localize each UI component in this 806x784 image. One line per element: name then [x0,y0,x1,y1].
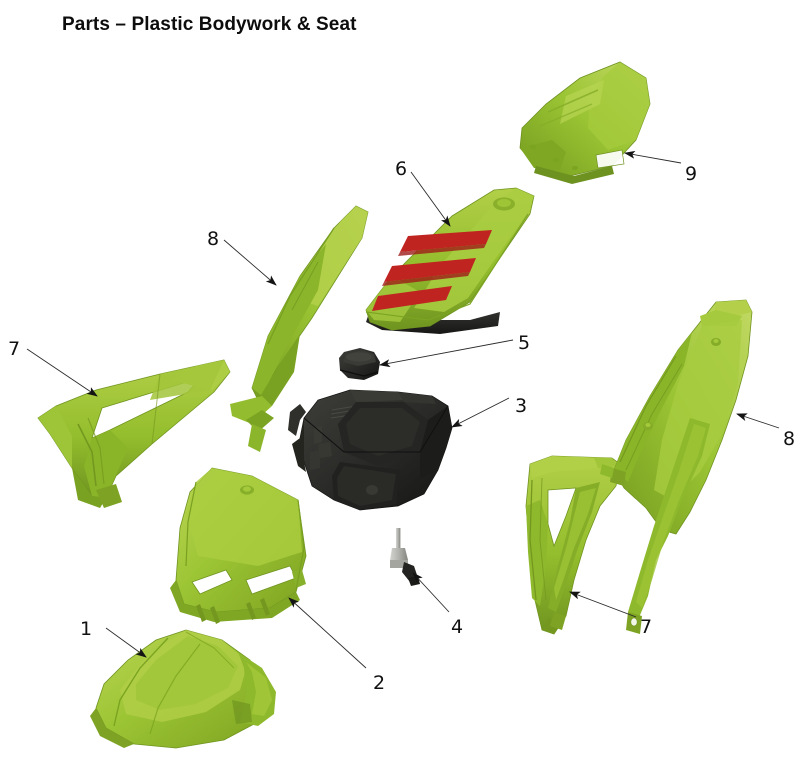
part-mounting-bolt[interactable] [390,528,420,586]
leader-5 [379,339,514,368]
part-rear-fender[interactable] [519,61,651,184]
callout-label-3[interactable]: 3 [515,395,528,417]
part-airbox[interactable] [288,389,453,511]
leader-7-right [569,591,637,618]
part-front-number-plate[interactable] [170,467,307,624]
callout-label-1[interactable]: 1 [80,618,93,640]
part-side-panel-left[interactable] [230,205,369,452]
leader-3 [451,397,510,428]
leader-7-left [26,348,98,397]
callout-label-7-left[interactable]: 7 [8,338,21,360]
leader-2 [288,597,367,669]
callout-label-2[interactable]: 2 [373,672,386,694]
part-radiator-shroud-right[interactable] [525,455,621,635]
part-seat[interactable] [365,187,535,334]
part-front-fender[interactable] [90,629,276,749]
part-side-panel-right[interactable] [600,299,753,634]
callout-label-8-right[interactable]: 8 [783,428,796,450]
leader-4 [412,572,450,613]
callout-label-4[interactable]: 4 [451,616,464,638]
callout-label-7-right[interactable]: 7 [640,616,653,638]
callout-label-8-left[interactable]: 8 [207,228,220,250]
leader-6 [410,171,451,227]
page-title: Parts – Plastic Bodywork & Seat [62,14,357,35]
leader-1 [105,627,147,658]
callout-label-5[interactable]: 5 [518,332,531,354]
part-air-filter-cap[interactable] [339,348,380,380]
part-radiator-shroud-left[interactable] [37,359,231,508]
leader-8-right [736,413,780,429]
callout-label-9[interactable]: 9 [685,163,698,185]
callout-leader-lines [26,150,780,669]
leader-8-left [223,239,277,286]
callout-label-6[interactable]: 6 [395,158,408,180]
leader-9 [624,150,682,164]
